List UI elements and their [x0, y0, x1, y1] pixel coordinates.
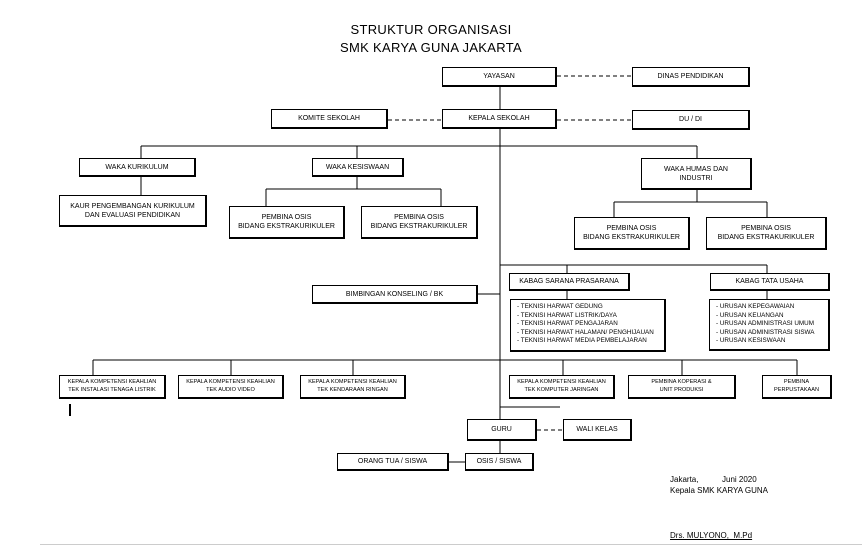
node-waka-kurikulum: WAKA KURIKULUM — [79, 158, 196, 177]
node-pembina-osis-4: PEMBINA OSIS BIDANG EKSTRAKURIKULER — [706, 217, 827, 250]
node-kaur-kurikulum: KAUR PENGEMBANGAN KURIKULUM DAN EVALUASI… — [59, 195, 207, 227]
node-wali-kelas: WALI KELAS — [563, 419, 632, 441]
node-kepala-sekolah: KEPALA SEKOLAH — [442, 109, 557, 129]
node-orang-tua-siswa: ORANG TUA / SISWA — [337, 453, 449, 471]
node-kabag-tata-usaha: KABAG TATA USAHA — [710, 273, 830, 291]
node-guru: GURU — [467, 419, 537, 441]
node-kk-komputer-jaringan: KEPALA KOMPETENSI KEAHLIAN TEK KOMPUTER … — [509, 375, 615, 399]
node-du-di: DU / DI — [632, 110, 750, 130]
node-pembina-koperasi: PEMBINA KOPERASI & UNIT PRODUKSI — [628, 375, 736, 399]
node-pembina-osis-1: PEMBINA OSIS BIDANG EKSTRAKURIKULER — [229, 206, 345, 239]
node-pembina-osis-3: PEMBINA OSIS BIDANG EKSTRAKURIKULER — [574, 217, 690, 250]
signature-place: Jakarta, — [670, 475, 699, 484]
node-yayasan: YAYASAN — [442, 67, 557, 87]
node-dinas-pendidikan: DINAS PENDIDIKAN — [632, 67, 750, 87]
node-waka-kesiswaan: WAKA KESISWAAN — [312, 158, 404, 177]
signature-name: Drs. MULYONO, M.Pd — [670, 531, 753, 540]
signature-date: Juni 2020 — [722, 475, 757, 484]
node-kabag-sarana-prasarana: KABAG SARANA PRASARANA — [509, 273, 630, 291]
node-kk-instalasi-tenaga-listrik: KEPALA KOMPETENSI KEAHLIAN TEK INSTALASI… — [59, 375, 166, 399]
node-waka-humas: WAKA HUMAS DAN INDUSTRI — [641, 158, 752, 190]
node-komite-sekolah: KOMITE SEKOLAH — [271, 109, 388, 129]
node-kk-kendaraan-ringan: KEPALA KOMPETENSI KEAHLIAN TEK KENDARAAN… — [300, 375, 406, 399]
node-pembina-perpustakaan: PEMBINA PERPUSTAKAAN — [762, 375, 832, 399]
node-pembina-osis-2: PEMBINA OSIS BIDANG EKSTRAKURIKULER — [361, 206, 478, 239]
chart-title-line1: STRUKTUR ORGANISASI — [350, 22, 512, 37]
list-tata-usaha: - URUSAN KEPEGAWAIAN - URUSAN KEUANGAN -… — [709, 299, 830, 351]
node-bimbingan-konseling: BIMBINGAN KONSELING / BK — [312, 285, 478, 304]
chart-title-line2: SMK KARYA GUNA JAKARTA — [340, 40, 522, 55]
node-osis-siswa: OSIS / SISWA — [465, 453, 534, 471]
signature-role: Kepala SMK KARYA GUNA — [670, 486, 768, 495]
node-kk-audio-video: KEPALA KOMPETENSI KEAHLIAN TEK AUDIO VID… — [178, 375, 284, 399]
list-sarana-prasarana: - TEKNISI HARWAT GEDUNG - TEKNISI HARWAT… — [510, 299, 666, 352]
